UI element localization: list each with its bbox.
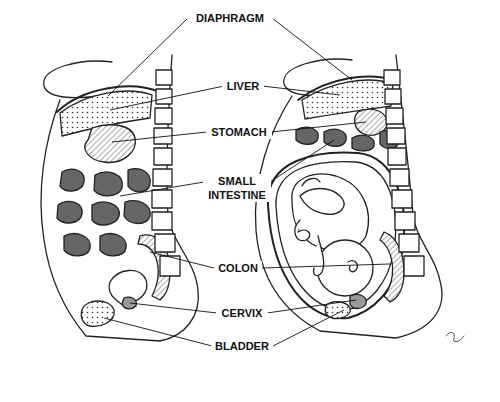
leader-line xyxy=(112,132,207,142)
leader-line xyxy=(271,122,366,132)
leader-line xyxy=(262,264,390,268)
small-intestine xyxy=(296,127,398,151)
intestine-loop xyxy=(57,202,82,223)
leader-line xyxy=(130,303,217,313)
leader-line xyxy=(273,310,344,346)
intestine-loop xyxy=(100,234,126,256)
intestine-loop xyxy=(92,202,119,225)
organ-label: COLON xyxy=(214,261,262,275)
fetus xyxy=(292,174,373,296)
leader-line xyxy=(272,18,352,80)
spine xyxy=(384,70,424,276)
intestine-loop xyxy=(64,234,90,256)
intestine-loop xyxy=(60,169,84,191)
leader-line xyxy=(150,252,214,268)
fetus-arm xyxy=(314,236,324,275)
intestine-loop xyxy=(324,129,346,146)
intestine-loop xyxy=(128,169,150,192)
body-outline xyxy=(255,55,441,338)
spine xyxy=(152,70,180,276)
artist-signature xyxy=(446,332,464,341)
small-intestine xyxy=(57,169,150,256)
uterus-inner xyxy=(276,162,396,310)
organ-label: DIAPHRAGM xyxy=(187,11,273,25)
cervix-shape xyxy=(350,294,366,308)
organ-label: CERVIX xyxy=(216,306,268,320)
intestine-loop xyxy=(296,127,318,144)
umbilical-cord xyxy=(295,220,310,241)
stomach-shape xyxy=(85,125,136,163)
body-outline xyxy=(41,55,198,341)
fetus-leg xyxy=(300,189,344,215)
leader-line xyxy=(270,140,334,182)
leader-line xyxy=(104,318,212,346)
leader-line xyxy=(110,86,224,110)
breast-outline xyxy=(44,61,112,97)
diaphragm-line xyxy=(57,86,160,112)
organ-label: STOMACH xyxy=(206,125,272,139)
uterus-wall xyxy=(268,153,404,319)
leader-line xyxy=(108,18,188,96)
intestine-loop xyxy=(94,172,122,196)
fetus-head xyxy=(317,240,373,296)
organ-label: BLADDER xyxy=(211,339,273,353)
fetus-foot xyxy=(302,179,320,186)
intestine-loop xyxy=(352,135,374,151)
organ-label: SMALL INTESTINE xyxy=(203,174,271,202)
bladder-shape xyxy=(81,301,114,326)
organ-label: LIVER xyxy=(222,79,264,93)
fetus-ear xyxy=(348,261,357,272)
leader-line xyxy=(262,86,340,95)
leader-line xyxy=(120,182,204,196)
fetus-body xyxy=(292,174,369,250)
intestine-loop xyxy=(124,201,150,224)
